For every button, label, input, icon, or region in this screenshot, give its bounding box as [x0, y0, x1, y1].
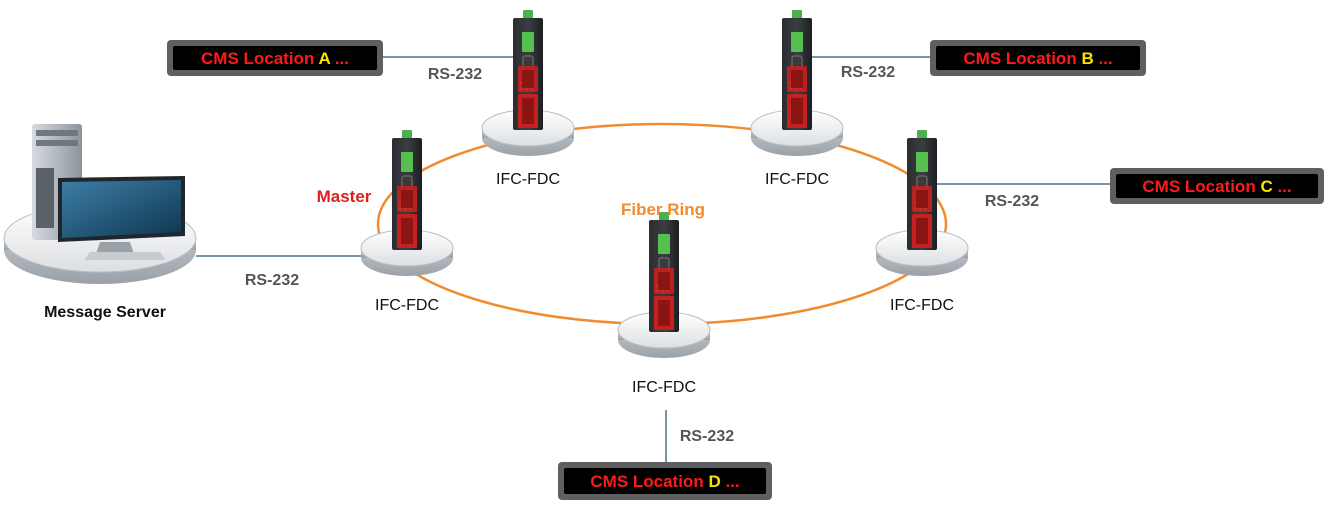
sign-prefix: CMS Location [201, 49, 318, 68]
sign-suffix: ... [1094, 49, 1113, 68]
led-message-sign-icon [167, 40, 383, 76]
device-a: IFC-FDC [481, 9, 575, 188]
svg-text:CMS Location A ...: CMS Location A ... [201, 49, 349, 68]
device-c: IFC-FDC [875, 129, 969, 314]
cms-sign-d: CMS Location D ... [558, 462, 772, 500]
sign-suffix: ... [330, 49, 349, 68]
device-label: IFC-FDC [496, 171, 560, 188]
device-d: IFC-FDC [617, 211, 711, 396]
device-b: IFC-FDC [750, 9, 844, 188]
sign-prefix: CMS Location [963, 49, 1081, 68]
din-rail-converter-icon [512, 9, 544, 131]
din-rail-converter-icon [781, 9, 813, 131]
led-message-sign-icon [930, 40, 1146, 76]
sign-letter: A [318, 49, 330, 68]
cms-sign-a: CMS Location A ... [167, 40, 383, 76]
rs232-label-server: RS-232 [245, 272, 299, 289]
device-label: IFC-FDC [890, 297, 954, 314]
rs232-label-c: RS-232 [985, 193, 1039, 210]
din-rail-converter-icon [391, 129, 423, 251]
sign-suffix: ... [721, 472, 740, 491]
fiber-ring-label: Fiber Ring [621, 200, 705, 219]
sign-suffix: ... [1273, 177, 1292, 196]
rs232-label-b: RS-232 [841, 64, 895, 81]
message-server: Message Server [3, 124, 197, 321]
rs232-label-d: RS-232 [680, 428, 734, 445]
device-master: IFC-FDC [360, 129, 454, 314]
sign-letter: C [1260, 177, 1272, 196]
led-message-sign-icon [1110, 168, 1324, 204]
device-label: IFC-FDC [632, 379, 696, 396]
sign-prefix: CMS Location [590, 472, 708, 491]
svg-text:CMS Location D ...: CMS Location D ... [590, 472, 739, 491]
sign-letter: B [1081, 49, 1093, 68]
rs232-label-a: RS-232 [428, 66, 482, 83]
device-label: IFC-FDC [375, 297, 439, 314]
device-label: IFC-FDC [765, 171, 829, 188]
computer-workstation-icon [3, 124, 197, 284]
svg-text:CMS Location C ...: CMS Location C ... [1142, 177, 1291, 196]
sign-letter: D [708, 472, 720, 491]
master-label: Master [317, 187, 372, 206]
svg-text:CMS Location B ...: CMS Location B ... [963, 49, 1112, 68]
din-rail-converter-icon [906, 129, 938, 251]
din-rail-converter-icon [648, 211, 680, 333]
message-server-label: Message Server [44, 304, 166, 321]
rs232-links [196, 56, 1112, 462]
sign-prefix: CMS Location [1142, 177, 1260, 196]
led-message-sign-icon [558, 462, 772, 500]
cms-sign-c: CMS Location C ... [1110, 168, 1324, 204]
cms-sign-b: CMS Location B ... [930, 40, 1146, 76]
